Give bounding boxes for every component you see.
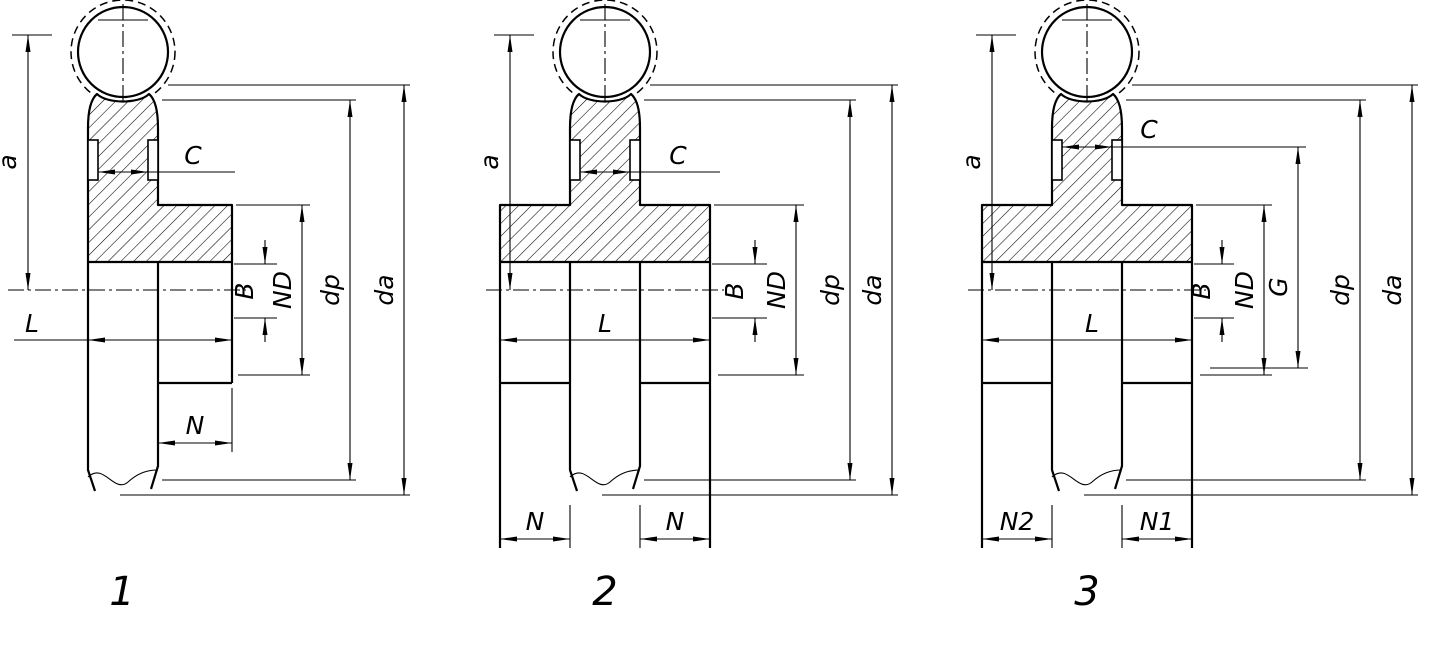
dim-c: C (580, 141, 720, 175)
sprocket-drawing-3: a C L N2 N1 B (964, 0, 1418, 615)
dim-l: L (14, 309, 232, 343)
break-line (569, 469, 641, 486)
tooth-relief-right (629, 139, 641, 181)
dim-a: a (964, 34, 1016, 290)
dim-label-da: da (370, 274, 399, 305)
tooth-relief-left (87, 139, 99, 181)
dim-label-a: a (0, 154, 22, 169)
break-line (87, 469, 159, 486)
lower-outline (86, 262, 234, 492)
break-line (1051, 469, 1123, 486)
dim-label-dp: dp (316, 274, 345, 306)
plate-edge-right (631, 262, 642, 490)
plate-edge-left (86, 262, 97, 492)
dim-l: L (982, 309, 1192, 343)
dim-l: L (500, 309, 710, 343)
section (86, 92, 234, 264)
dim-label-b: B (720, 282, 749, 299)
dim-label-l: L (598, 309, 612, 338)
section (498, 92, 712, 264)
dim-b: B (712, 240, 767, 342)
tooth-hub-section (980, 92, 1194, 264)
dim-dp: dp (644, 99, 856, 481)
tooth-relief-left (569, 139, 581, 181)
dim-label-nd: ND (1230, 271, 1259, 309)
dim-c: C (1062, 115, 1306, 150)
dim-da: da (120, 84, 410, 496)
dim-dp: dp (162, 99, 356, 481)
figure-number-1: 1 (109, 569, 134, 615)
plate-edge-right (149, 262, 160, 490)
dim-label-c: C (184, 141, 202, 170)
dim-b: B (230, 240, 277, 342)
dim-nd: ND (236, 204, 310, 376)
figure-number-2: 2 (592, 569, 617, 615)
dim-label-n-left: N (526, 507, 545, 536)
dim-n: N (158, 388, 233, 452)
dim-label-n-right: N (666, 507, 685, 536)
tooth-relief-left (1051, 139, 1063, 181)
dim-dp: dp (1126, 99, 1366, 481)
dim-da: da (602, 84, 898, 496)
dim-label-n: N (186, 411, 205, 440)
dim-a: a (482, 34, 534, 290)
plate-edge-left (1050, 262, 1061, 492)
section (980, 92, 1194, 264)
dim-label-g: G (1264, 277, 1293, 296)
dim-label-da: da (1378, 274, 1407, 305)
dim-b: B (1187, 240, 1234, 342)
dim-label-nd: ND (762, 271, 791, 309)
dim-label-n1: N1 (1140, 507, 1175, 536)
dim-label-c: C (669, 141, 687, 170)
dim-label-a: a (482, 154, 504, 169)
dim-label-b: B (1187, 282, 1216, 299)
plate-edge-right (1113, 262, 1124, 490)
sprocket-drawing-2: a C L N N B (482, 0, 898, 615)
tooth-hub-section (498, 92, 712, 264)
dim-n-left: N (500, 505, 571, 548)
roller (70, 0, 176, 114)
roller (552, 0, 658, 114)
tooth-relief-right (147, 139, 159, 181)
dim-label-b: B (230, 282, 259, 299)
dim-label-a: a (964, 154, 986, 169)
dim-label-l: L (1085, 309, 1099, 338)
dim-n1: N1 (1121, 505, 1192, 548)
lower-outline (498, 262, 712, 548)
lower-outline (980, 262, 1194, 548)
dim-g: G (1210, 147, 1308, 369)
dim-label-l: L (25, 309, 39, 338)
dim-c: C (98, 141, 235, 175)
figure-number-3: 3 (1074, 569, 1099, 615)
dim-label-c: C (1140, 115, 1158, 144)
dim-label-n2: N2 (1000, 507, 1035, 536)
dim-n2: N2 (982, 505, 1053, 548)
tooth-relief-right (1111, 139, 1123, 181)
dim-a: a (0, 34, 52, 290)
dim-da: da (1084, 84, 1418, 496)
plate-edge-left (568, 262, 579, 492)
dim-label-dp: dp (816, 274, 845, 306)
sprocket-drawing-1: a C L N B ND (0, 0, 410, 615)
dim-label-nd: ND (268, 271, 297, 309)
dim-nd: ND (1196, 204, 1272, 376)
dim-nd: ND (714, 204, 804, 376)
dim-n-right: N (639, 505, 710, 548)
tooth-hub-section (86, 92, 234, 264)
dim-label-da: da (858, 274, 887, 305)
dim-label-dp: dp (1326, 274, 1355, 306)
roller (1034, 0, 1140, 114)
